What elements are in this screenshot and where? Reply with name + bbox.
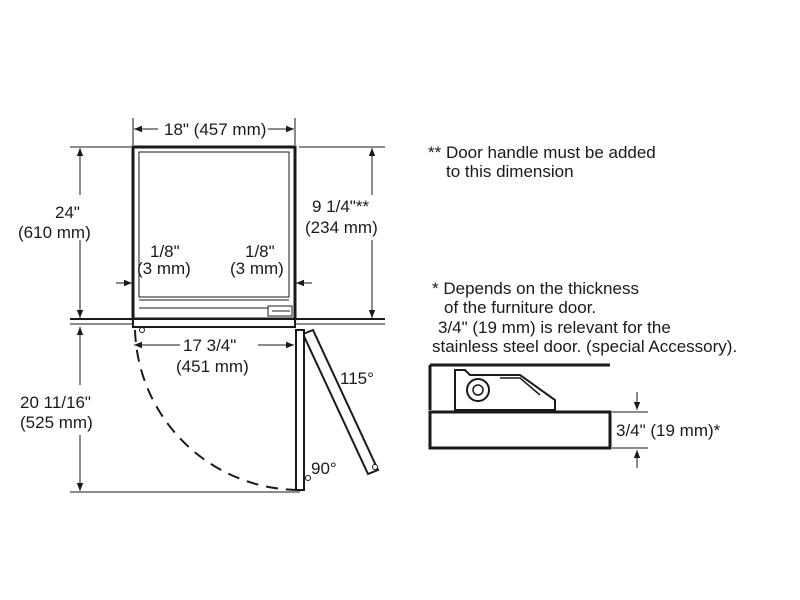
handle-mm-label: (234 mm)	[305, 218, 378, 237]
door-depth-in-label: 20 11/16"	[20, 393, 91, 412]
inner-width-mm-label: (451 mm)	[176, 357, 249, 376]
note-handle-line2: to this dimension	[446, 162, 574, 181]
angle-90-label: 90°	[311, 459, 337, 478]
gap-left-mm-label: (3 mm)	[137, 259, 191, 278]
door-depth-mm-label: (525 mm)	[20, 413, 93, 432]
cabinet-outline	[131, 145, 297, 321]
inner-width-in-label: 17 3/4"	[183, 336, 236, 355]
note-thickness-line2: of the furniture door.	[444, 298, 596, 317]
door-open	[301, 328, 380, 476]
note-thickness-line4: stainless steel door. (special Accessory…	[432, 337, 737, 356]
door-90	[295, 329, 311, 491]
gap-left-in-label: 1/8"	[150, 242, 180, 261]
door-closed	[132, 318, 296, 333]
gap-right-mm-label: (3 mm)	[230, 259, 284, 278]
door-thickness-label: 3/4" (19 mm)*	[616, 421, 721, 440]
hinge	[267, 305, 293, 317]
note-thickness-line3: 3/4" (19 mm) is relevant for the	[438, 318, 671, 337]
depth-top-in-label: 24"	[55, 203, 80, 222]
angle-115-label: 115°	[340, 369, 374, 388]
dimension-lines	[70, 118, 385, 493]
handle-in-label: 9 1/4"**	[312, 197, 369, 216]
note-thickness-line1: * Depends on the thickness	[432, 279, 639, 298]
hinge-detail	[428, 363, 648, 468]
depth-top-mm-label: (610 mm)	[18, 223, 91, 242]
door-swing-arc	[134, 329, 301, 491]
note-handle-line1: ** Door handle must be added	[428, 143, 656, 162]
width-top-label: 18" (457 mm)	[164, 120, 266, 139]
gap-right-in-label: 1/8"	[245, 242, 275, 261]
worktop-line	[70, 318, 385, 325]
